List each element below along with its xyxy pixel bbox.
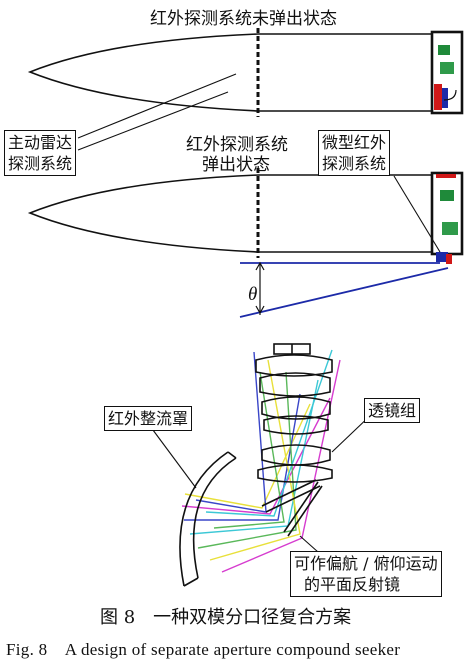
title-deployed-line1: 红外探测系统 xyxy=(186,135,288,155)
optical-rays xyxy=(181,349,341,573)
ir-module-stowed-red xyxy=(434,84,442,110)
label-dome-text: 红外整流罩 xyxy=(108,409,189,428)
lens-4 xyxy=(263,415,329,435)
ir-module-stowed-hook xyxy=(443,89,457,101)
label-radar: 主动雷达 探测系统 xyxy=(4,130,77,176)
missile-deployed-tail xyxy=(430,171,464,256)
missile-stowed xyxy=(27,28,464,117)
ir-module-stowed-green-mid xyxy=(440,62,454,74)
angle-theta: θ xyxy=(248,284,258,305)
caption-chinese: 图 8 一种双模分口径复合方案 xyxy=(100,607,352,628)
missile-stowed-nose xyxy=(27,33,432,112)
label-micro-ir: 微型红外 探测系统 xyxy=(318,130,391,176)
ir-dome xyxy=(149,425,237,587)
ir-module-deployed-blue xyxy=(436,252,448,262)
label-mirror-line1: 可作偏航 / 俯仰运动 xyxy=(294,554,438,573)
label-lens-group-text: 透镜组 xyxy=(368,401,417,420)
missile-deployed xyxy=(27,168,464,264)
micro-ir-leader xyxy=(393,175,441,253)
label-radar-line2: 探测系统 xyxy=(8,154,73,173)
plane-mirror xyxy=(261,479,323,553)
radar-leaders xyxy=(77,73,237,151)
lens-2 xyxy=(259,372,331,397)
title-stowed: 红外探测系统未弹出状态 xyxy=(150,9,337,29)
ir-module-deployed-red-top xyxy=(436,174,456,178)
missile-deployed-nose xyxy=(27,174,432,253)
label-micro-ir-line2: 探测系统 xyxy=(322,154,387,173)
label-mirror: 可作偏航 / 俯仰运动 的平面反射镜 xyxy=(290,551,442,597)
caption-english: Fig. 8 A design of separate aperture com… xyxy=(6,640,401,659)
title-deployed-line2: 弹出状态 xyxy=(202,155,270,175)
angle-indicator xyxy=(239,261,449,318)
ir-module-stowed-blue xyxy=(442,88,448,108)
ir-module-stowed-green-top xyxy=(438,45,450,55)
lens-6 xyxy=(257,464,333,483)
lens-group xyxy=(255,343,333,483)
lens-5 xyxy=(261,444,331,466)
ir-module-deployed-red xyxy=(446,254,452,264)
ir-module-deployed-green-mid xyxy=(442,222,458,235)
ir-module-deployed-green-top xyxy=(440,190,454,201)
label-lens-group: 透镜组 xyxy=(364,398,421,423)
label-radar-line1: 主动雷达 xyxy=(8,133,73,152)
label-mirror-line2: 的平面反射镜 xyxy=(304,575,401,594)
label-micro-ir-line1: 微型红外 xyxy=(322,133,387,152)
label-dome: 红外整流罩 xyxy=(104,406,193,431)
